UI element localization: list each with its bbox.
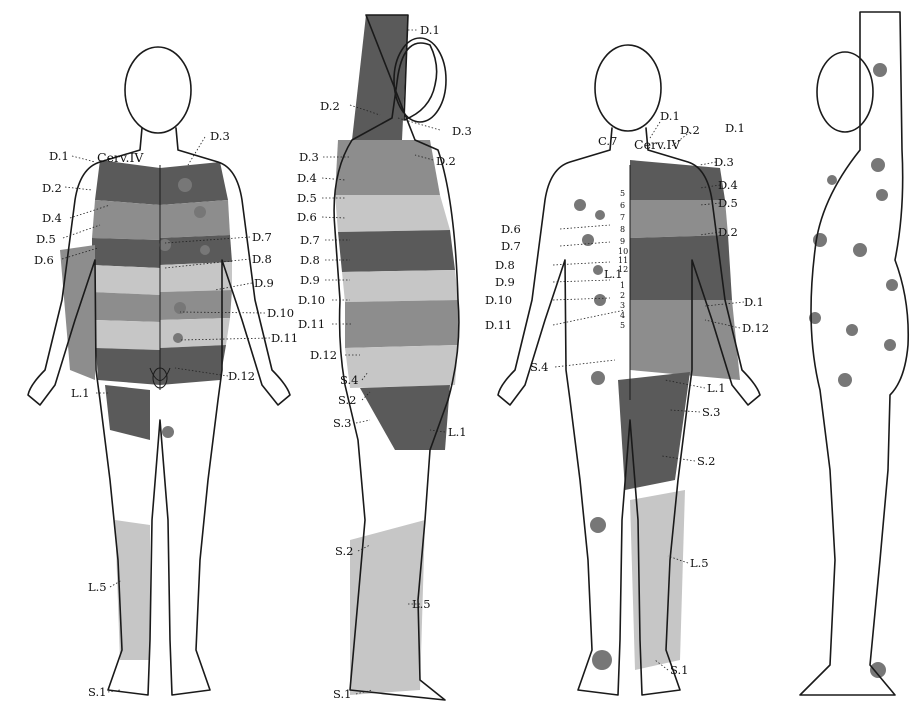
back-label-d1: D.1 [744,296,764,308]
front-label-cerv-iv: Cerv.IV [97,152,143,164]
back-label-d6: D.6 [501,223,521,235]
back-label-d12: D.12 [742,322,769,334]
spine-num: 5 [620,320,625,332]
back-label-c7: C.7 [598,135,617,147]
front-label-d2: D.2 [42,182,62,194]
back-label-d2-top: D.2 [680,124,700,136]
side-label-d6: D.6 [297,211,317,223]
front-label-d7: D.7 [252,231,272,243]
front-label-d11: D.11 [271,332,298,344]
front-label-d6: D.6 [34,254,54,266]
front-label-d1: D.1 [49,150,69,162]
side-label-d3: D.3 [299,151,319,163]
back-label-s1: S.1 [670,664,688,676]
back-label-d8: D.8 [495,259,515,271]
spine-num: 5 [620,188,625,200]
side-left-figure [334,15,459,700]
back-label-s2: S.2 [697,455,715,467]
side-label-d11: D.11 [298,318,325,330]
side-label-d10: D.10 [298,294,325,306]
front-label-l1: L.1 [71,387,90,399]
side-label-s3: S.3 [333,417,351,429]
side-label-d1: D.1 [420,24,440,36]
side-label-d2-arm: D.2 [320,100,340,112]
front-label-l5: L.5 [88,581,107,593]
side-label-d3-arm: D.3 [452,125,472,137]
back-label-d5: D.5 [718,197,738,209]
side-label-s2: S.2 [335,545,353,557]
side-label-l5: L.5 [412,598,431,610]
side-label-d9: D.9 [300,274,320,286]
back-label-cerv-iv: Cerv.IV [634,139,680,151]
side-label-d4: D.4 [297,172,317,184]
side-label-d8: D.8 [300,254,320,266]
back-label-s3: S.3 [702,406,720,418]
spine-num: 12 [618,264,628,276]
front-label-d10: D.10 [267,307,294,319]
back-label-d7: D.7 [501,240,521,252]
back-label-d3: D.3 [714,156,734,168]
back-label-d4: D.4 [718,179,738,191]
front-label-d9: D.9 [254,277,274,289]
side-label-d2: D.2 [436,155,456,167]
front-label-d4: D.4 [42,212,62,224]
side-label-l1: L.1 [448,426,467,438]
front-label-d12: D.12 [228,370,255,382]
side-label-d12: D.12 [310,349,337,361]
back-label-l5: L.5 [690,557,709,569]
back-label-d1-top: D.1 [660,110,680,122]
back-label-l1: L.1 [707,382,726,394]
front-label-d8: D.8 [252,253,272,265]
side-label-s2-upper: S.2 [338,394,356,406]
front-label-s1: S.1 [88,686,106,698]
side-label-s4: S.4 [340,374,358,386]
spine-num: 7 [620,212,625,224]
side-label-s1: S.1 [333,688,351,700]
back-label-d11: D.11 [485,319,512,331]
back-label-d9: D.9 [495,276,515,288]
spine-num: 6 [620,200,625,212]
side-label-d7: D.7 [300,234,320,246]
back-label-s4: S.4 [530,361,548,373]
side-right-figure [800,12,908,695]
back-label-d1-right: D.1 [725,122,745,134]
back-label-d10: D.10 [485,294,512,306]
back-label-d2: D.2 [718,226,738,238]
front-label-d5: D.5 [36,233,56,245]
front-label-d3: D.3 [210,130,230,142]
spine-num: 8 [620,224,625,236]
side-label-d5: D.5 [297,192,317,204]
